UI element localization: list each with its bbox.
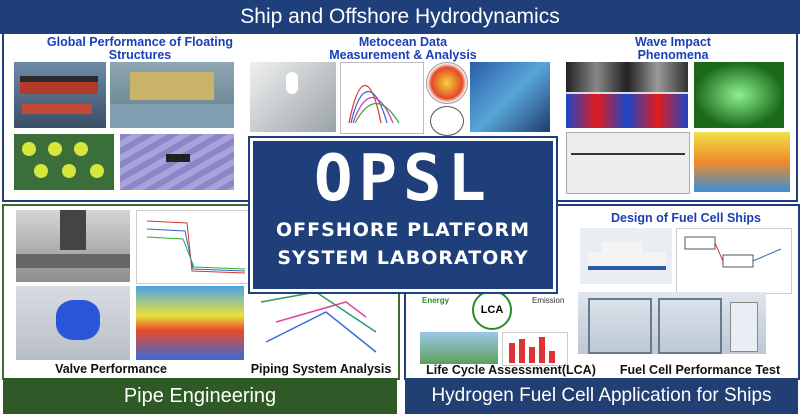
section-title-wave-impact: Wave Impact Phenomena (635, 35, 711, 62)
lca-center-label: LCA (472, 290, 512, 330)
wave-impact-sequence-image (566, 62, 688, 128)
pressure-chart (136, 210, 252, 284)
footer-pipe-engineering: Pipe Engineering (3, 378, 397, 414)
lca-map-image (420, 332, 498, 364)
lca-bar-chart (502, 332, 568, 366)
opsl-logo-block: OPSL OFFSHORE PLATFORM SYSTEM LABORATORY (250, 138, 556, 292)
opsl-acronym: OPSL (313, 142, 493, 216)
valve-photo (16, 210, 130, 282)
pressure-heatmap-plot (694, 132, 790, 192)
valve-contour-image (136, 286, 244, 360)
wave-spectrum-chart (340, 62, 424, 134)
footer-hydrogen: Hydrogen Fuel Cell Application for Ships (405, 378, 798, 414)
opsl-name-line1: OFFSHORE PLATFORM (276, 219, 530, 241)
ship-model-image (14, 62, 106, 128)
fuel-cell-ship-render (580, 228, 672, 284)
page-title: Ship and Offshore Hydrodynamics (0, 0, 800, 34)
wave-profile-plot (566, 132, 690, 194)
fuel-cell-system-diagram (676, 228, 792, 294)
section-title-global-performance: Global Performance of Floating Structure… (46, 35, 234, 62)
buoy-photo (250, 62, 336, 132)
section-title-metocean: Metocean Data Measurement & Analysis (329, 35, 477, 62)
valve-cfd-image (16, 286, 130, 360)
section-title-fuelcell-design: Design of Fuel Cell Ships (610, 211, 762, 225)
wave-field-image (120, 134, 234, 190)
piping-network-image (256, 282, 384, 362)
fuel-cell-lab-photo (578, 292, 766, 354)
wave-rose-image (426, 62, 468, 104)
offshore-platform-image (110, 62, 234, 128)
lca-emission-label: Emission (532, 296, 565, 305)
polar-plot-image (430, 106, 464, 136)
opsl-name-line2: SYSTEM LABORATORY (277, 247, 529, 269)
caption-piping-system: Piping System Analysis (250, 362, 392, 376)
caption-fuelcell-test: Fuel Cell Performance Test (619, 363, 781, 377)
pressure-contour-image (14, 134, 114, 190)
lca-energy-label: Energy (422, 296, 450, 305)
caption-valve-performance: Valve Performance (55, 362, 167, 376)
caption-lca: Life Cycle Assessment(LCA) (426, 363, 596, 377)
coastal-map-image (470, 62, 550, 132)
green-tank-photo (694, 62, 784, 128)
lca-cycle-diagram: Energy LCA Emission (420, 286, 568, 330)
